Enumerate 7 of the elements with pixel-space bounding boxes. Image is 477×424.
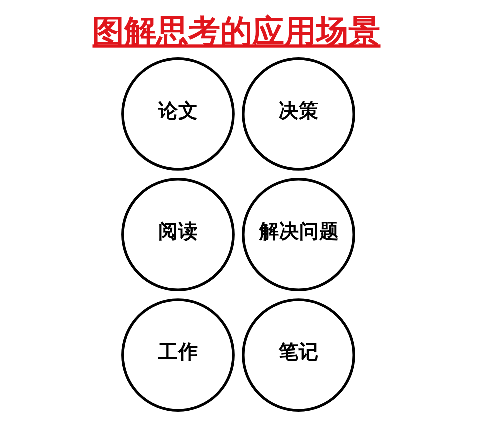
node-circle: 决策: [242, 58, 356, 171]
node-circle: 解决问题: [242, 178, 356, 292]
node-circle: 工作: [122, 298, 235, 412]
node-circle: 阅读: [122, 178, 235, 292]
node-circle: 笔记: [242, 298, 356, 412]
diagram-title: 图解思考的应用场景: [92, 12, 381, 51]
node-circle: 论文: [122, 58, 235, 171]
